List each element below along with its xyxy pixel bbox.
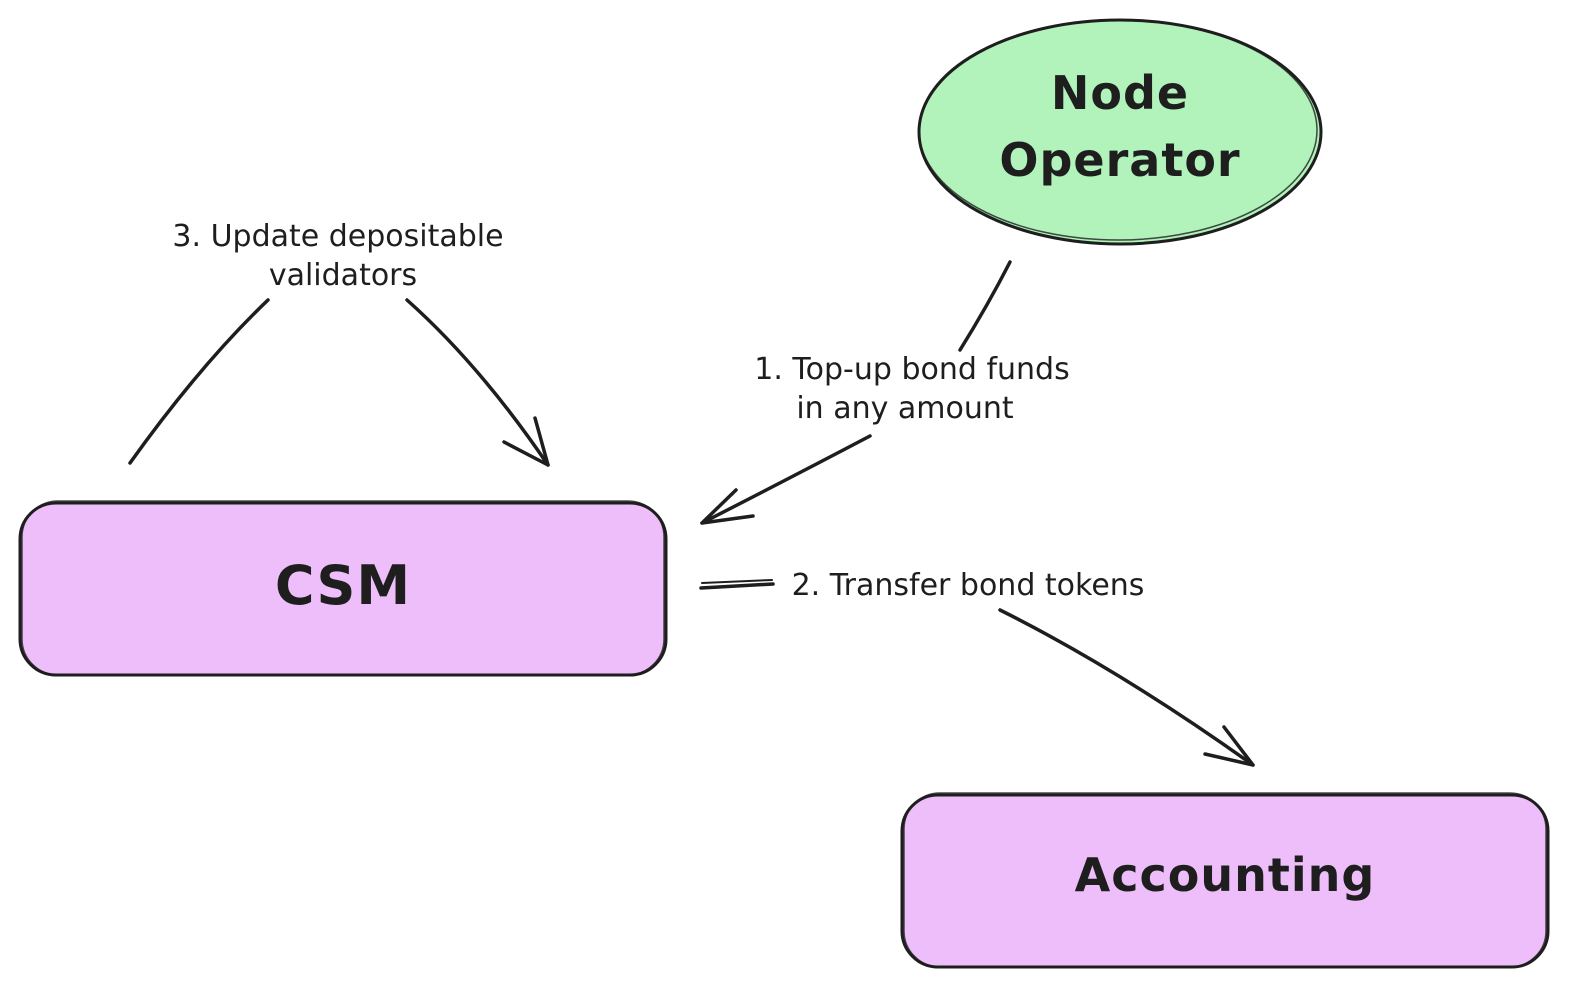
topup-arrowhead xyxy=(700,488,755,525)
csm-label: CSM xyxy=(274,554,412,617)
csm-box-sketch xyxy=(21,500,665,676)
topup-arrow-lower-segment xyxy=(700,434,872,525)
topup-label-line1: 1. Top-up bond funds xyxy=(754,352,1070,387)
update-label-line2: validators xyxy=(268,258,418,293)
transfer-arrow xyxy=(699,579,1255,767)
topup-arrow-upper-segment xyxy=(958,260,1012,352)
node-operator-ellipse-sketch xyxy=(918,19,1318,241)
topup-arrow xyxy=(700,260,1012,525)
node-operator-label-line1: Node xyxy=(1050,66,1190,120)
update-arrow-left-segment xyxy=(128,298,270,465)
update-arrow-right-segment xyxy=(405,298,550,467)
accounting-box-sketch xyxy=(903,792,1547,968)
transfer-arrow-start-segment xyxy=(699,582,775,590)
update-label-line1: 3. Update depositable xyxy=(172,219,504,254)
update-arrowhead xyxy=(502,416,550,467)
node-operator-label-line2: Operator xyxy=(999,133,1241,187)
transfer-label: 2. Transfer bond tokens xyxy=(791,568,1145,603)
transfer-arrow-start-segment-sketch xyxy=(701,579,773,584)
accounting-label: Accounting xyxy=(1074,848,1376,902)
transfer-arrow-end-segment xyxy=(998,608,1255,767)
transfer-arrowhead xyxy=(1203,725,1255,767)
topup-label-line2: in any amount xyxy=(796,391,1014,426)
update-arrow xyxy=(128,298,550,467)
